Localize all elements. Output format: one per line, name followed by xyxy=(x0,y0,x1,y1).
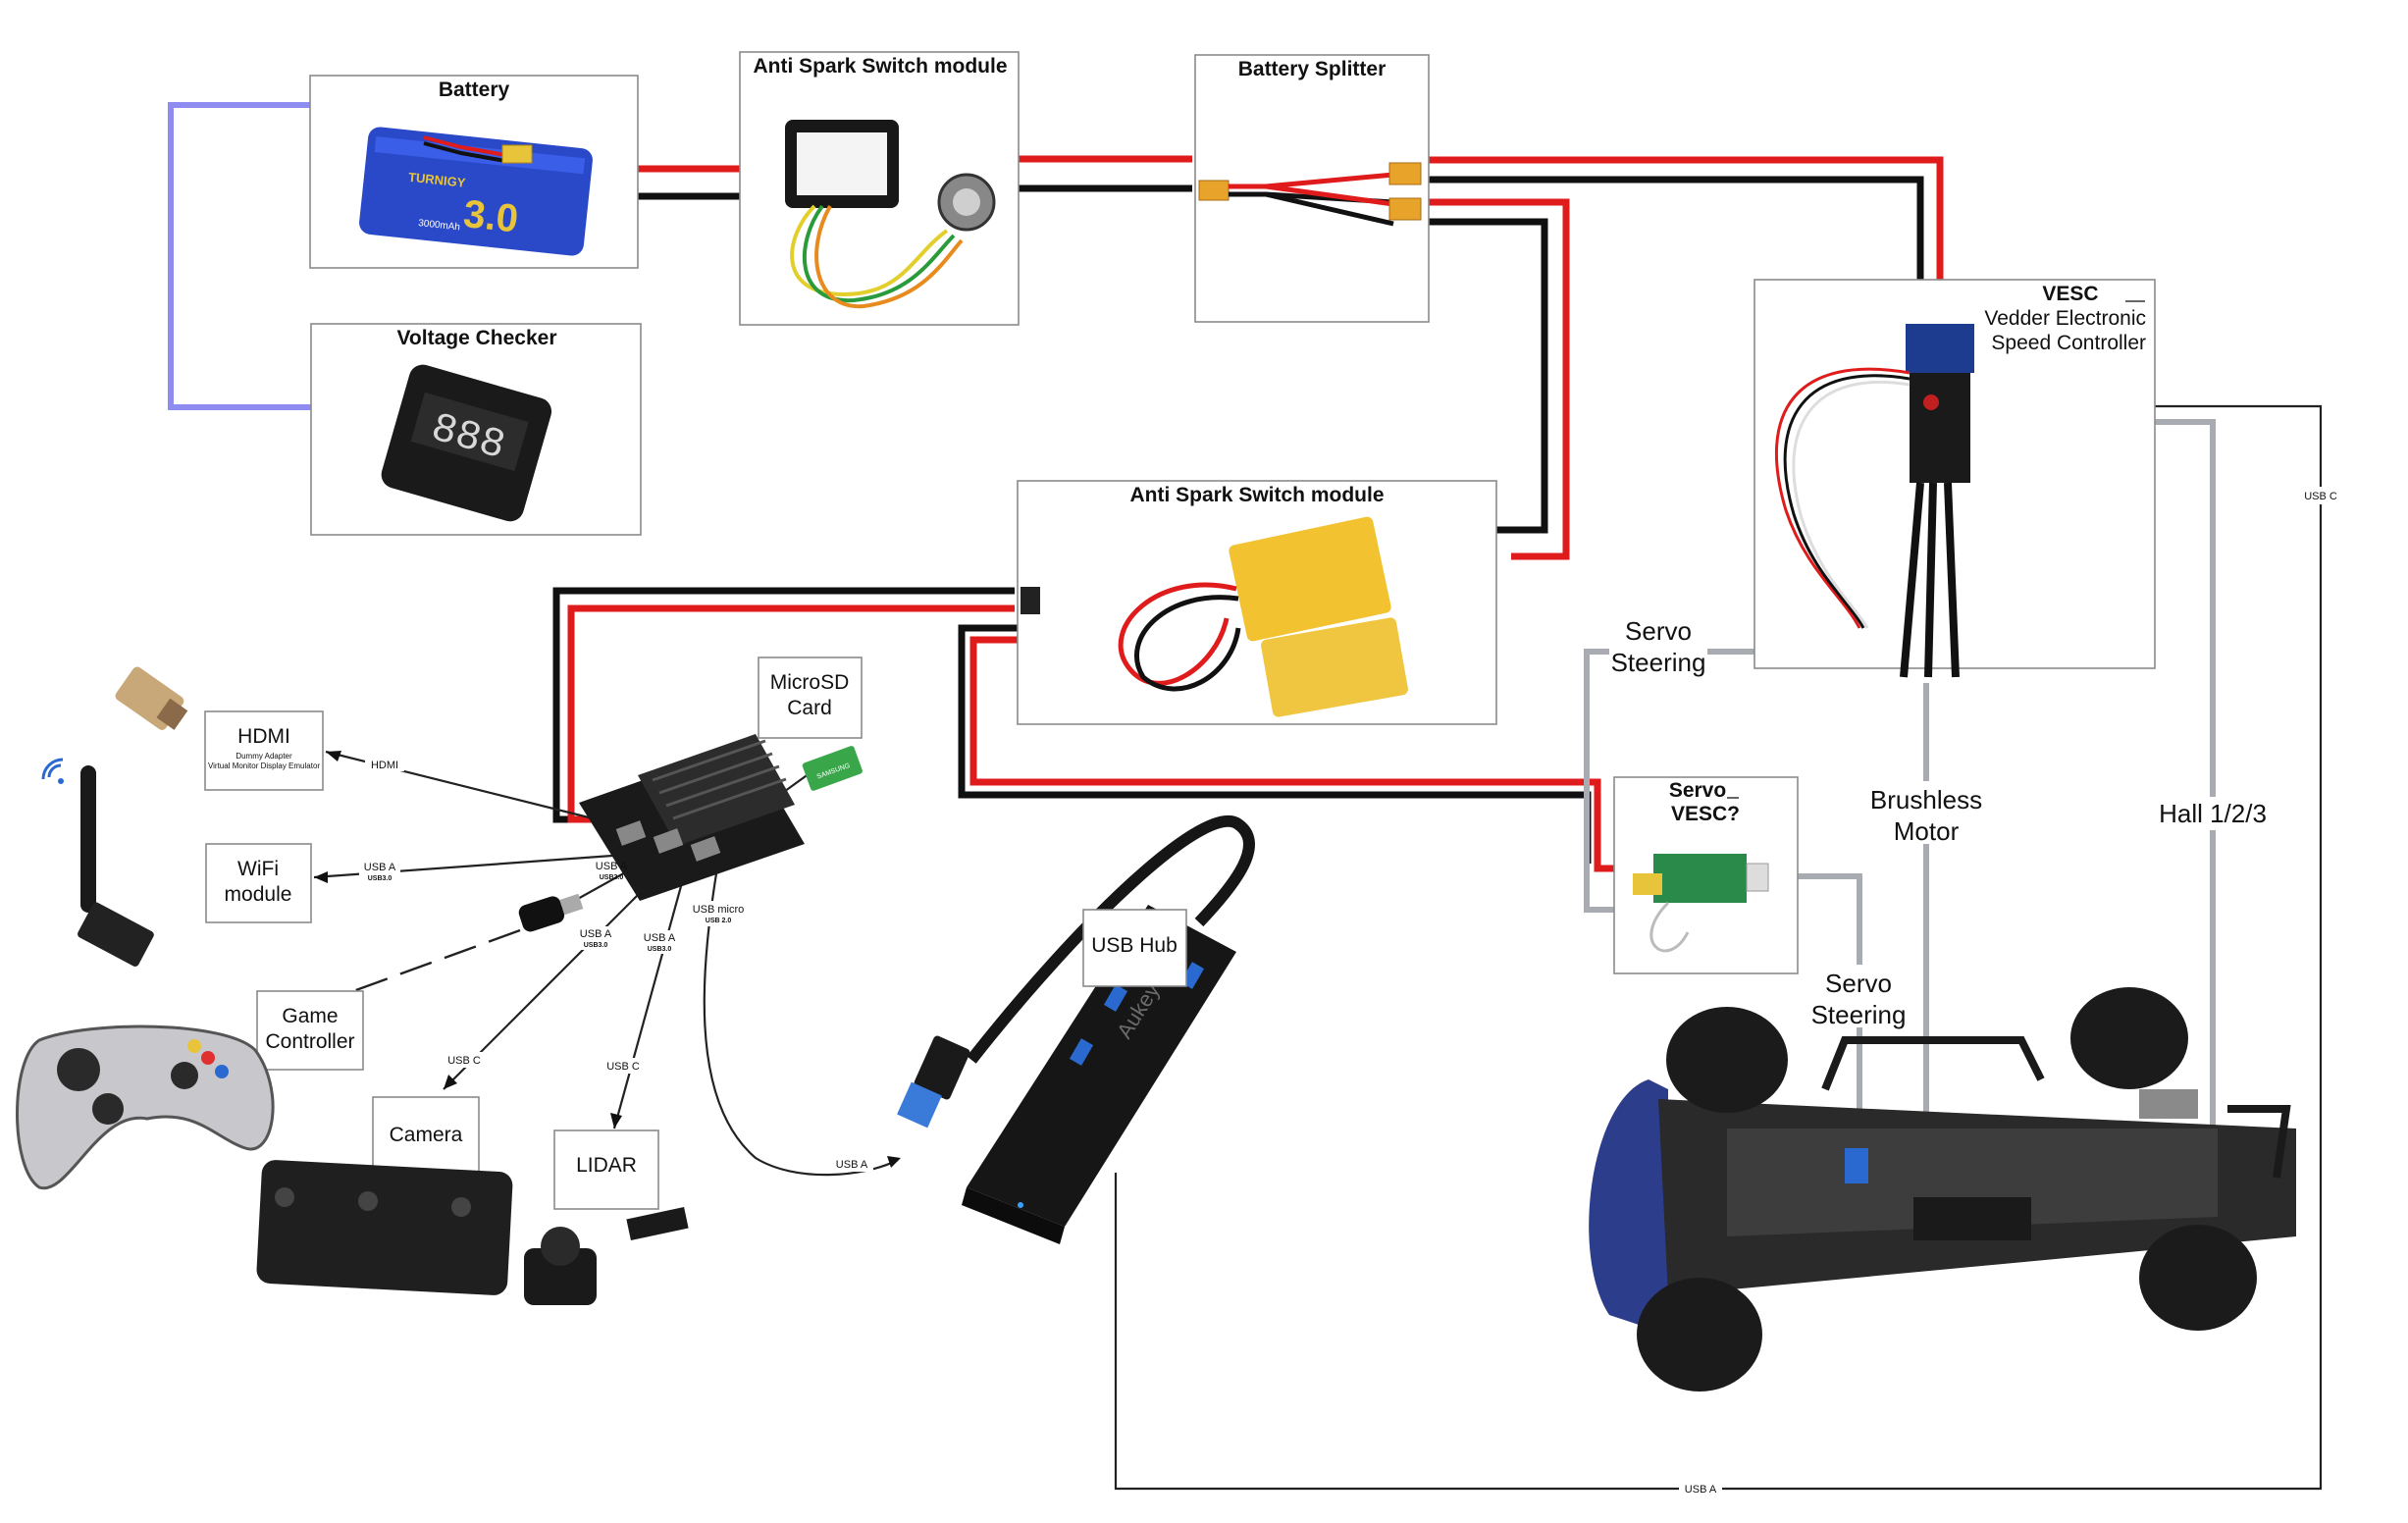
battery-mah-label: 3000mAh xyxy=(418,218,461,233)
splitter-switch2-positive-wire xyxy=(1413,198,1570,560)
servo-steering-label-bottom-2: Steering xyxy=(1811,1000,1907,1029)
camera-label: Camera xyxy=(390,1124,463,1146)
anti-spark-switch-block-1: Anti Spark Switch module xyxy=(739,51,1020,326)
switch2-servo-positive-wire xyxy=(969,636,1629,872)
vesc-title: VESC xyxy=(2042,283,2098,305)
usb-a-camera-label: USB A xyxy=(580,928,612,940)
microsd-label-1: MicroSD xyxy=(770,671,850,694)
splitter-vesc-positive-wire xyxy=(1413,156,1944,299)
usb-a-hub-label: USB A xyxy=(836,1159,868,1171)
rc-car-image xyxy=(1589,987,2296,1392)
usb-a-dongle-label: USB A xyxy=(596,861,628,872)
voltage-checker-block: Voltage Checker 888 xyxy=(310,323,642,536)
hdmi-sublabel-2: Virtual Monitor Display Emulator xyxy=(208,762,320,770)
battery-image: TURNIGY 3.0 3000mAh xyxy=(359,127,593,256)
brushless-motor-label-1: Brushless xyxy=(1870,785,1982,814)
brushless-motor-label-2: Motor xyxy=(1894,816,1960,846)
wifi-label-2: module xyxy=(225,883,292,906)
anti-spark-switch-2-image xyxy=(1021,516,1408,717)
vesc-subtitle-2: Speed Controller xyxy=(1991,332,2146,354)
vesc-image xyxy=(1774,324,1974,678)
game-controller-label-2: Controller xyxy=(265,1030,354,1053)
jetson-nano-image xyxy=(579,734,805,901)
hdmi-label: HDMI xyxy=(237,725,290,748)
battery-splitter-image xyxy=(1198,162,1422,227)
voltage-checker-image: 888 xyxy=(381,364,552,522)
servo-vesc-title-1: Servo xyxy=(1669,779,1726,802)
lidar-label: LIDAR xyxy=(576,1154,637,1177)
wifi-dongle-image xyxy=(41,758,154,967)
anti-spark-switch-block-2: Anti Spark Switch module xyxy=(1017,480,1497,725)
vesc-subtitle-1: Vedder Electronic xyxy=(1984,307,2146,330)
wifi-label-1: WiFi xyxy=(237,858,279,880)
balance-lead-wire xyxy=(168,102,424,410)
battery-brand-label: TURNIGY xyxy=(407,170,466,190)
usb-a-bottom-label: USB A xyxy=(1685,1484,1717,1496)
camera-image xyxy=(256,1160,513,1295)
game-controller-image xyxy=(16,1024,275,1190)
vesc-block: VESC Vedder Electronic Speed Controller xyxy=(1754,279,2156,678)
switch2-jetson-positive-wire xyxy=(567,604,1015,823)
battery-title: Battery xyxy=(439,79,510,101)
hub-usb-wire xyxy=(703,861,899,1177)
usb-a-wifi-label: USB A xyxy=(364,862,396,873)
anti-spark-switch-1-image xyxy=(785,120,996,309)
anti-spark-switch-1-title: Anti Spark Switch module xyxy=(753,55,1007,78)
lidar-block: LIDAR xyxy=(553,1129,659,1210)
usb-c-lidar-label: USB C xyxy=(606,1061,640,1073)
servo-steering-label-top-1: Servo xyxy=(1625,616,1692,646)
battery-capacity-label: 3.0 xyxy=(461,192,520,241)
usb-micro-label: USB micro xyxy=(693,904,745,916)
usb-hub-label: USB Hub xyxy=(1091,934,1178,957)
usb-hub-block: USB Hub xyxy=(1082,909,1187,987)
brushless-motor-wire xyxy=(1923,683,1963,1136)
camera-block: Camera xyxy=(372,1096,480,1177)
battery-splitter-title: Battery Splitter xyxy=(1238,58,1387,80)
game-controller-label-1: Game xyxy=(282,1005,338,1027)
usb-a-lidar-label: USB A xyxy=(644,932,676,944)
usb-c-camera-label: USB C xyxy=(447,1055,481,1067)
usb-hub-image: Aukey xyxy=(897,814,1255,1244)
usb-a-lidar-sublabel: USB3.0 xyxy=(648,946,672,953)
usb-a-camera-sublabel: USB3.0 xyxy=(584,942,608,949)
game-controller-wireless-link xyxy=(352,928,521,993)
hall-sensor-label: Hall 1/2/3 xyxy=(2159,799,2267,828)
battery-splitter-block: Battery Splitter xyxy=(1194,54,1430,323)
lidar-image xyxy=(524,1207,689,1305)
usb-micro-sublabel: USB 2.0 xyxy=(706,918,732,924)
splitter-vesc-negative-wire xyxy=(1413,176,1924,299)
usb-loop-wire xyxy=(1114,404,2323,1491)
voltage-checker-title: Voltage Checker xyxy=(396,327,556,349)
microsd-label-2: Card xyxy=(787,697,832,719)
usb-dongle-image xyxy=(518,893,584,932)
servo-steering-wire-bottom xyxy=(1798,873,1862,1109)
servo-vesc-title-2: VESC? xyxy=(1671,803,1740,825)
lidar-usb-wire xyxy=(612,857,691,1129)
game-controller-block: Game Controller xyxy=(256,990,364,1071)
usb-a-dongle-sublabel: USB3.0 xyxy=(600,874,624,881)
servo-steering-label-top-2: Steering xyxy=(1611,648,1706,677)
microsd-card-image: SAMSUNG xyxy=(802,746,863,791)
splitter-switch2-negative-wire xyxy=(1413,218,1548,534)
microsd-block: MicroSD Card SAMSUNG xyxy=(758,656,863,791)
servo-steering-label-bottom-1: Servo xyxy=(1825,969,1892,998)
hdmi-block: HDMI Dummy Adapter Virtual Monitor Displ… xyxy=(204,710,324,791)
hdmi-link-label: HDMI xyxy=(371,760,398,771)
usb-c-vesc-label: USB C xyxy=(2304,491,2337,502)
anti-spark-switch-2-title: Anti Spark Switch module xyxy=(1129,484,1384,506)
usb-a-wifi-sublabel: USB3.0 xyxy=(368,875,393,882)
battery-block: Battery TURNIGY 3.0 3000mAh xyxy=(309,75,639,269)
servo-vesc-block: Servo VESC? xyxy=(1613,776,1799,974)
wifi-block: WiFi module xyxy=(205,843,312,923)
hdmi-dummy-image xyxy=(115,666,188,730)
servo-vesc-image xyxy=(1633,854,1769,953)
hdmi-sublabel-1: Dummy Adapter xyxy=(236,752,292,761)
